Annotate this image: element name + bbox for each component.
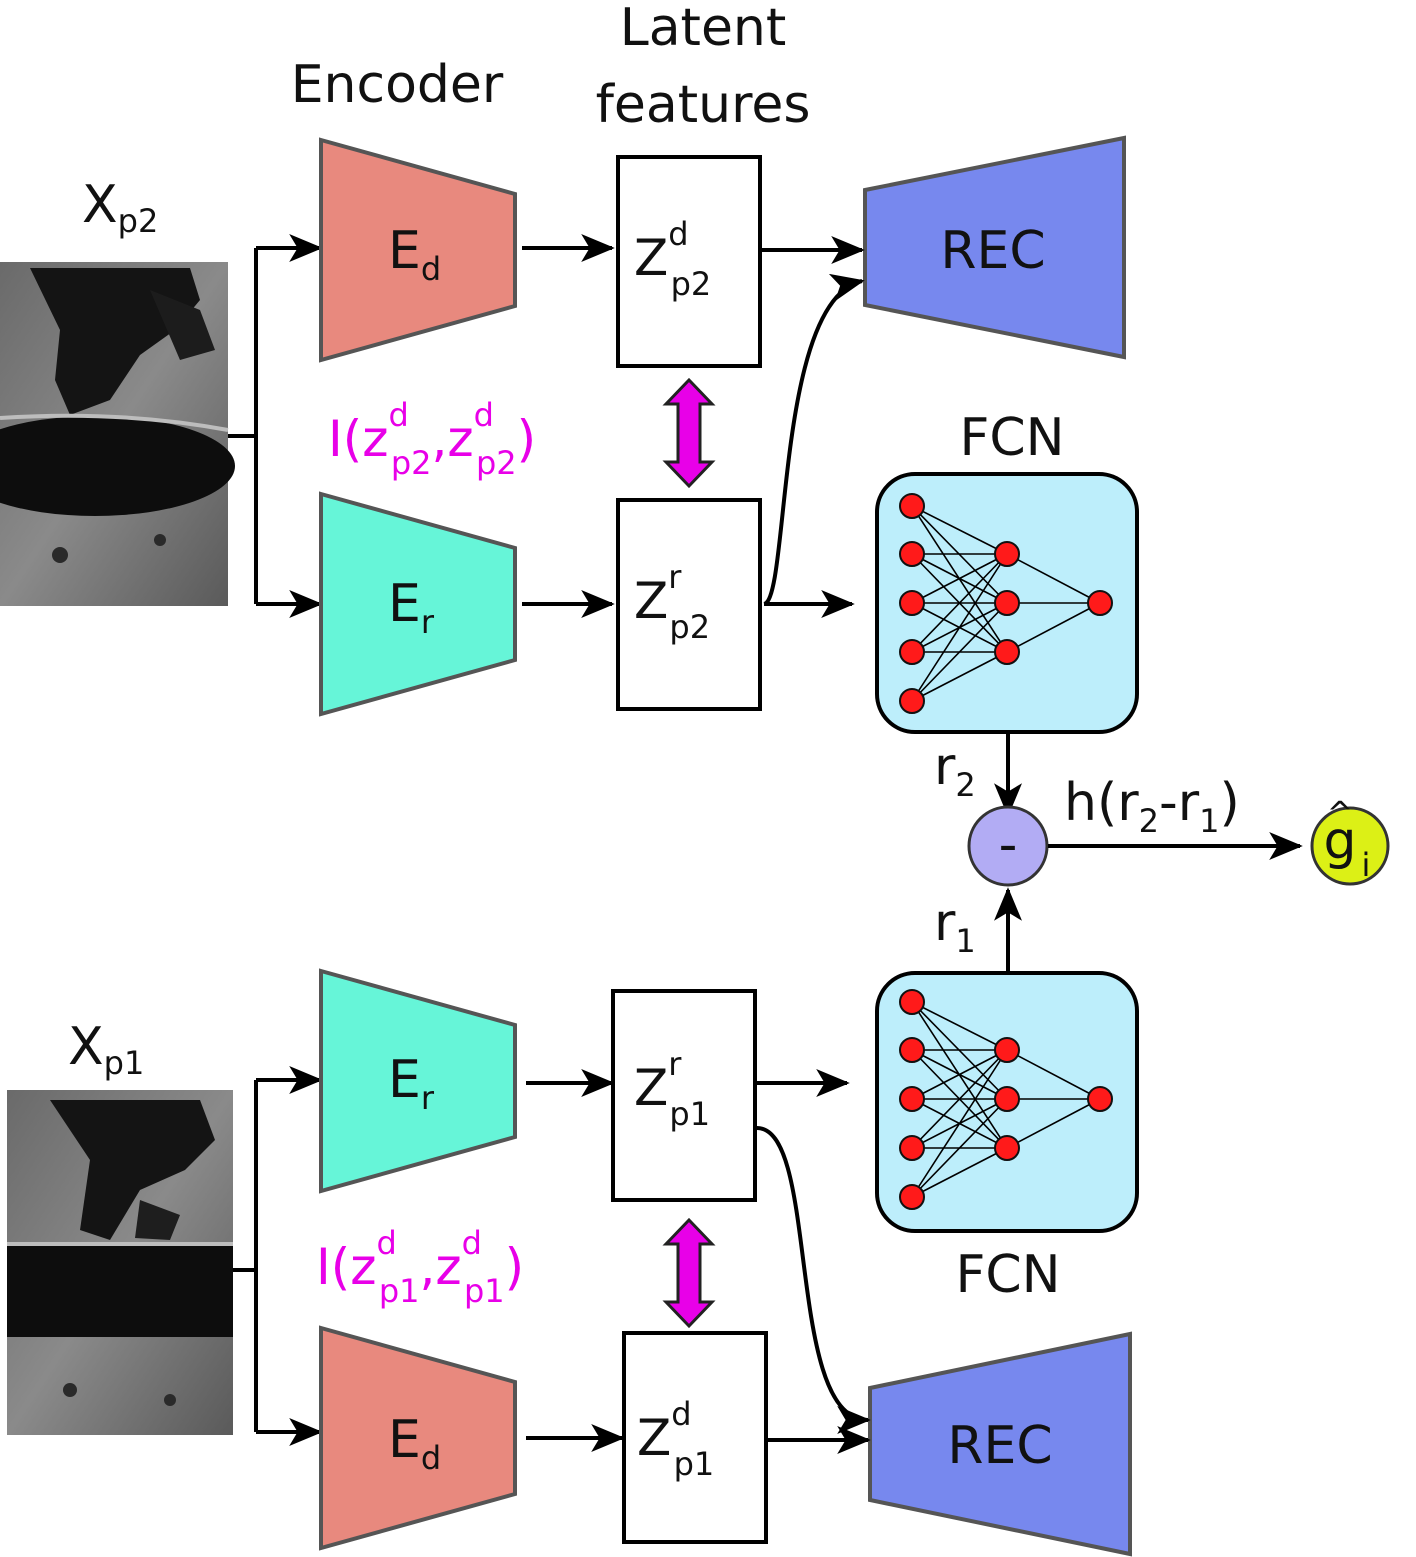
g-hat-label: g — [1323, 811, 1356, 871]
fcn-network-bottom — [899, 989, 1113, 1210]
decoder-rec-bottom: REC — [868, 1331, 1132, 1557]
svg-text:REC: REC — [940, 221, 1045, 281]
encoder-ed-bottom: Ed — [319, 1325, 517, 1551]
fcn-connection — [911, 1147, 1008, 1198]
latent-header-line1: Latent — [620, 0, 787, 58]
input-image-xp1 — [7, 1090, 233, 1435]
fcn-node — [994, 1037, 1020, 1063]
fcn-node — [1087, 1086, 1113, 1112]
input-label-xp2: Xp2 — [82, 175, 158, 240]
fcn-connection — [911, 602, 1008, 702]
output-node: g ^ i — [1310, 794, 1390, 886]
fcn-node — [994, 541, 1020, 567]
fcn-bottom — [875, 971, 1139, 1233]
fcn-connection — [911, 651, 1008, 702]
latent-header-line2: features — [596, 75, 811, 135]
fcn-connection — [1006, 1049, 1101, 1100]
mutual-info-double-arrow-bottom — [662, 1217, 716, 1329]
fcn-node — [899, 541, 925, 567]
svg-text:REC: REC — [947, 1416, 1052, 1476]
fcn-node — [1087, 590, 1113, 616]
fcn-connection — [911, 553, 1008, 604]
svg-text:Er: Er — [388, 574, 435, 641]
input-label-xp1: Xp1 — [68, 1017, 144, 1082]
fcn-label-bottom: FCN — [955, 1245, 1060, 1305]
svg-text:Ed: Ed — [388, 221, 441, 288]
mutual-info-double-arrow-top — [662, 377, 716, 489]
svg-text:Ed: Ed — [388, 1410, 441, 1477]
encoder-header: Encoder — [291, 55, 504, 115]
fcn-node — [899, 493, 925, 519]
fcn-node — [899, 989, 925, 1015]
encoder-er-top: Er — [319, 491, 517, 717]
svg-text:Er: Er — [388, 1050, 435, 1117]
latent-output-wires — [756, 236, 871, 1454]
minus-sign: - — [999, 815, 1018, 875]
fcn-connection — [1006, 602, 1101, 653]
fcn-node — [899, 688, 925, 714]
fcn-connection — [911, 553, 1008, 653]
fcn-network-top — [899, 493, 1113, 714]
fcn-connection — [911, 505, 1008, 555]
fcn-node — [899, 1135, 925, 1161]
h-label: h(r2-r1) — [1064, 773, 1240, 840]
r2-label: r2 — [934, 737, 976, 804]
fcn-node — [899, 1184, 925, 1210]
fcn-connection — [911, 1049, 1008, 1198]
fcn-top — [875, 472, 1139, 734]
r1-label: r1 — [934, 893, 976, 960]
difference-node: - — [967, 805, 1049, 887]
decoder-rec-top: REC — [863, 135, 1126, 360]
fcn-node — [899, 590, 925, 616]
fcn-node — [899, 639, 925, 665]
fcn-node — [994, 1086, 1020, 1112]
fcn-node — [899, 1037, 925, 1063]
fcn-node — [899, 1086, 925, 1112]
fcn-connection — [911, 1098, 1008, 1198]
fcn-connection — [911, 1001, 1008, 1051]
encoder-latent-arrows — [522, 234, 625, 1452]
fcn-node — [994, 639, 1020, 665]
encoder-er-bottom: Er — [319, 968, 517, 1194]
fcn-node — [994, 1135, 1020, 1161]
fcn-label-top: FCN — [959, 408, 1064, 468]
g-hat-accent: ^ — [1327, 794, 1354, 832]
fcn-node — [994, 590, 1020, 616]
fcn-connection — [911, 1049, 1008, 1149]
fcn-connection — [911, 1049, 1008, 1100]
input-wires — [228, 234, 323, 1446]
input-image-xp2 — [0, 262, 235, 606]
encoder-ed-top: Ed — [319, 137, 517, 363]
fcn-connection — [911, 553, 1008, 702]
fcn-connection — [1006, 1098, 1101, 1149]
g-hat-sub: i — [1362, 846, 1371, 884]
fcn-connection — [1006, 553, 1101, 604]
